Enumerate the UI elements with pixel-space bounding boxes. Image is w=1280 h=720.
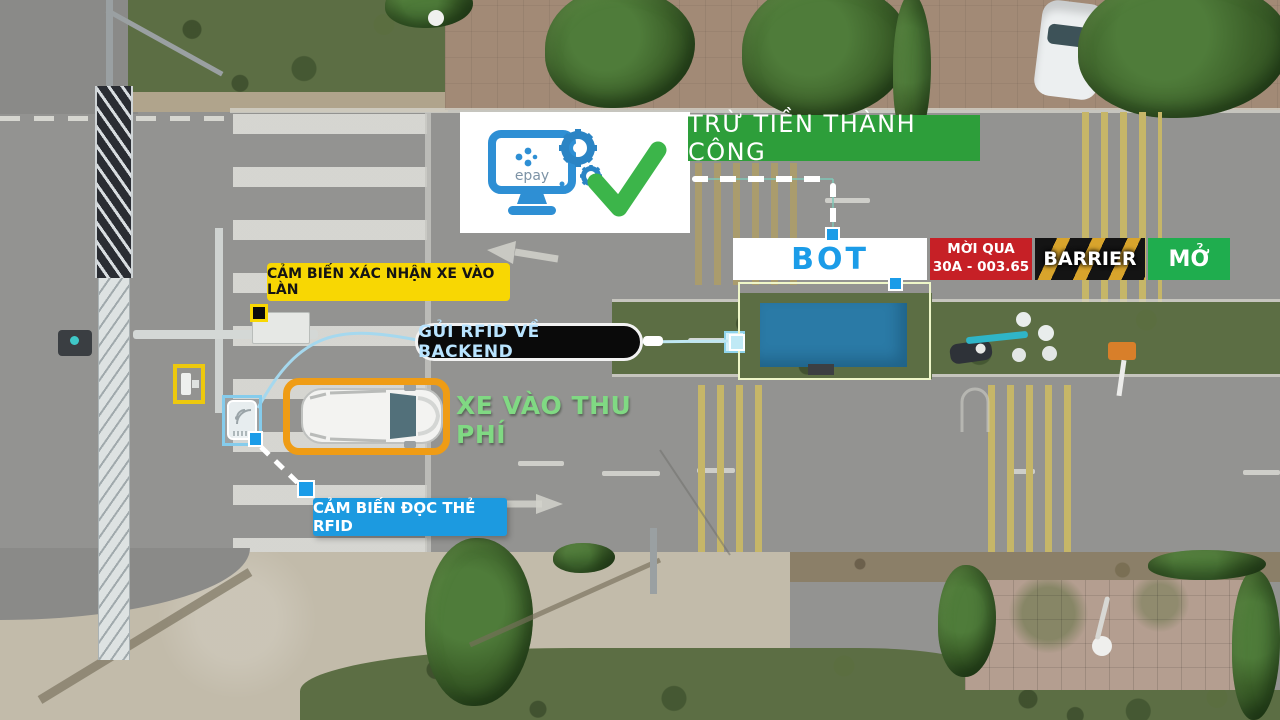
vehicle-entry-label: XE VÀO THU PHÍ bbox=[456, 391, 671, 449]
lane-dash bbox=[602, 471, 660, 476]
lamp-globe bbox=[1042, 346, 1057, 361]
lamp-globe bbox=[1016, 312, 1031, 327]
curb-line-top bbox=[230, 108, 1280, 113]
toll-vehicle bbox=[301, 384, 443, 448]
rfid-backend-pill-text: GỬI RFID VỀ BACKEND bbox=[418, 322, 540, 362]
connection-handle bbox=[248, 431, 263, 447]
lane-dash bbox=[825, 198, 870, 203]
success-banner: TRỪ TIỀN THÀNH CÔNG bbox=[688, 110, 980, 166]
tree bbox=[1078, 0, 1280, 118]
gantry-top-pole bbox=[106, 0, 113, 90]
yellow-stripes-lower-right bbox=[988, 385, 1076, 553]
median-edge-bottom bbox=[612, 374, 1280, 377]
lane-sensor-marker bbox=[250, 304, 268, 322]
lane-sensor-label: CẢM BIẾN XÁC NHẬN XE VÀO LÀN bbox=[267, 263, 510, 301]
success-connector-v bbox=[830, 183, 836, 229]
gantry-truss-lower bbox=[98, 278, 130, 660]
pass-sign-line2: 30A - 003.65 bbox=[932, 259, 1030, 275]
svg-text:epay: epay bbox=[515, 168, 549, 184]
bush bbox=[553, 543, 615, 573]
tree bbox=[545, 0, 695, 108]
checkmark-icon bbox=[587, 141, 667, 217]
barrier-state-sign: MỞ bbox=[1148, 238, 1230, 280]
bush bbox=[1232, 570, 1280, 720]
lane-sensor-label-text: CẢM BIẾN XÁC NHẬN XE VÀO LÀN bbox=[267, 266, 495, 298]
traffic-light-lens bbox=[70, 336, 79, 345]
street-lamp-top bbox=[428, 10, 444, 26]
grass-bottom-right bbox=[965, 690, 1280, 720]
barrier-sign: BARRIER bbox=[1035, 238, 1145, 280]
barrier-machine bbox=[1108, 342, 1136, 360]
lane-camera-box bbox=[173, 364, 205, 404]
tree-bottom-center bbox=[425, 538, 533, 706]
median-edge-top bbox=[612, 299, 1280, 302]
epay-computer-icon: epay bbox=[488, 129, 602, 215]
booth-doorway bbox=[808, 364, 834, 375]
lamp-globe bbox=[1012, 348, 1026, 362]
gear-icon bbox=[559, 129, 597, 167]
connection-handle bbox=[297, 480, 315, 498]
success-banner-text: TRỪ TIỀN THÀNH CÔNG bbox=[688, 110, 917, 166]
connection-handle bbox=[825, 227, 840, 242]
bot-sign-text: BOT bbox=[791, 241, 869, 277]
lane-dash bbox=[518, 461, 564, 466]
rfid-reader-label-text: CẢM BIẾN ĐỌC THẺ RFID bbox=[313, 499, 476, 535]
lane-camera-device bbox=[181, 373, 191, 395]
rfid-reader-label: CẢM BIẾN ĐỌC THẺ RFID bbox=[313, 498, 507, 536]
gantry-truss-upper bbox=[95, 86, 133, 278]
rfid-backend-pill: GỬI RFID VỀ BACKEND bbox=[415, 322, 643, 362]
toll-booth-roof bbox=[760, 303, 907, 367]
lamp-globe bbox=[1038, 325, 1054, 341]
rfid-reader-icon bbox=[227, 400, 257, 440]
bush bbox=[1148, 550, 1266, 580]
connection-handle bbox=[888, 276, 903, 291]
pass-sign: MỜI QUA 30A - 003.65 bbox=[930, 238, 1032, 280]
epay-success-panel: epay bbox=[460, 112, 690, 233]
vehicle-entry-label-text: XE VÀO THU PHÍ bbox=[456, 391, 632, 449]
connection-handle bbox=[729, 334, 745, 351]
barrier-sign-text: BARRIER bbox=[1043, 248, 1137, 270]
bottom-lamp-head bbox=[1092, 636, 1112, 656]
apron-pole bbox=[650, 528, 657, 594]
bot-sign: BOT bbox=[733, 238, 927, 280]
sensor-mast bbox=[215, 228, 223, 413]
bush bbox=[938, 565, 996, 677]
barrier-state-text: MỞ bbox=[1168, 246, 1210, 272]
curb-top-left bbox=[128, 92, 448, 112]
pass-sign-line1: MỜI QUA bbox=[947, 241, 1015, 258]
lane-camera-lens bbox=[192, 380, 199, 388]
lane-dash bbox=[1243, 470, 1280, 475]
vehicle-highlight-frame bbox=[283, 378, 450, 455]
grass-bottom bbox=[300, 648, 980, 720]
success-connector-h bbox=[692, 176, 832, 182]
sensor-arm bbox=[133, 330, 318, 339]
booth-selection-outline bbox=[738, 282, 931, 380]
